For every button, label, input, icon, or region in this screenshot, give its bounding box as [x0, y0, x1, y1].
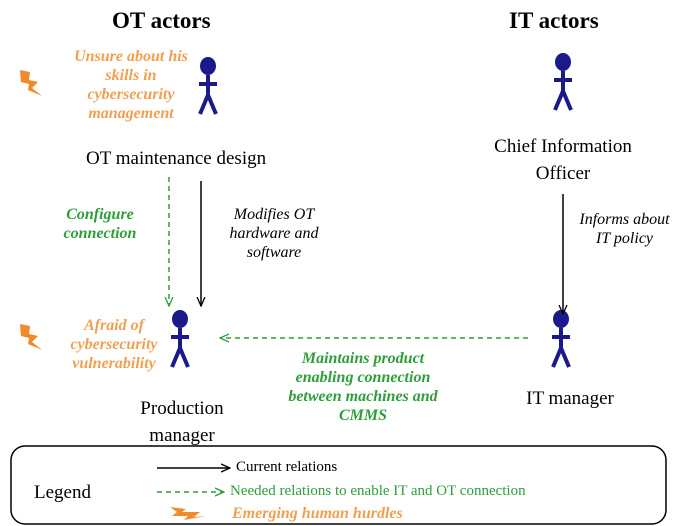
production-manager-label-line1: Production — [140, 398, 224, 419]
hurdle-afraid-line: Afraid of — [84, 317, 144, 334]
modifies-line: software — [246, 244, 302, 261]
configure-line: Configure — [66, 206, 134, 223]
maintains-line: between machines and — [288, 388, 438, 405]
production-manager-figure-icon — [169, 308, 191, 369]
hurdle-afraid-text: Afraid of cybersecurity vulnerability — [56, 316, 172, 373]
cio-label-line2: Officer — [535, 163, 591, 184]
hurdle-afraid-line: vulnerability — [72, 355, 156, 372]
cio-label-line1: Chief Information — [494, 136, 632, 157]
hurdle-unsure-lightning-icon — [20, 70, 42, 96]
hurdle-afraid-lightning-icon — [20, 324, 42, 350]
informs-line: IT policy — [595, 230, 654, 247]
legend-lightning-icon — [170, 507, 206, 520]
modifies-label: Modifies OT hardware and software — [222, 205, 326, 262]
legend-current-label: Current relations — [236, 459, 338, 475]
informs-line: Informs about — [579, 211, 670, 228]
legend-needed-label: Needed relations to enable IT and OT con… — [230, 483, 526, 499]
legend-hurdles-label: Emerging human hurdles — [232, 505, 403, 522]
hurdle-unsure-text: Unsure about his skills in cybersecurity… — [66, 47, 196, 123]
maintains-line: CMMS — [338, 407, 388, 424]
hurdle-afraid-line: cybersecurity — [70, 336, 158, 353]
ot-actors-header: OT actors — [112, 8, 211, 33]
legend-title: Legend — [34, 482, 91, 503]
hurdle-unsure-line: management — [88, 105, 174, 122]
modifies-line: hardware and — [229, 225, 319, 242]
configure-line: connection — [63, 225, 137, 242]
hurdle-unsure-line: skills in — [105, 67, 157, 84]
legend-box — [10, 445, 667, 525]
maintains-label: Maintains product enabling connection be… — [278, 349, 448, 425]
it-manager-label: IT manager — [526, 388, 614, 409]
modifies-line: Modifies OT — [233, 206, 315, 223]
maintains-line: Maintains product — [301, 350, 425, 367]
it-manager-figure-icon — [550, 308, 572, 369]
hurdle-unsure-line: Unsure about his — [74, 48, 188, 65]
production-manager-label-line2: manager — [149, 425, 215, 446]
cio-figure-icon — [552, 51, 574, 112]
informs-label: Informs about IT policy — [568, 210, 681, 248]
maintains-line: enabling connection — [295, 369, 431, 386]
ot-maintenance-label: OT maintenance design — [86, 148, 267, 169]
hurdle-unsure-line: cybersecurity — [87, 86, 175, 103]
configure-connection-label: Configure connection — [48, 205, 152, 243]
it-actors-header: IT actors — [509, 8, 599, 33]
ot-maintenance-figure-icon — [197, 55, 219, 116]
